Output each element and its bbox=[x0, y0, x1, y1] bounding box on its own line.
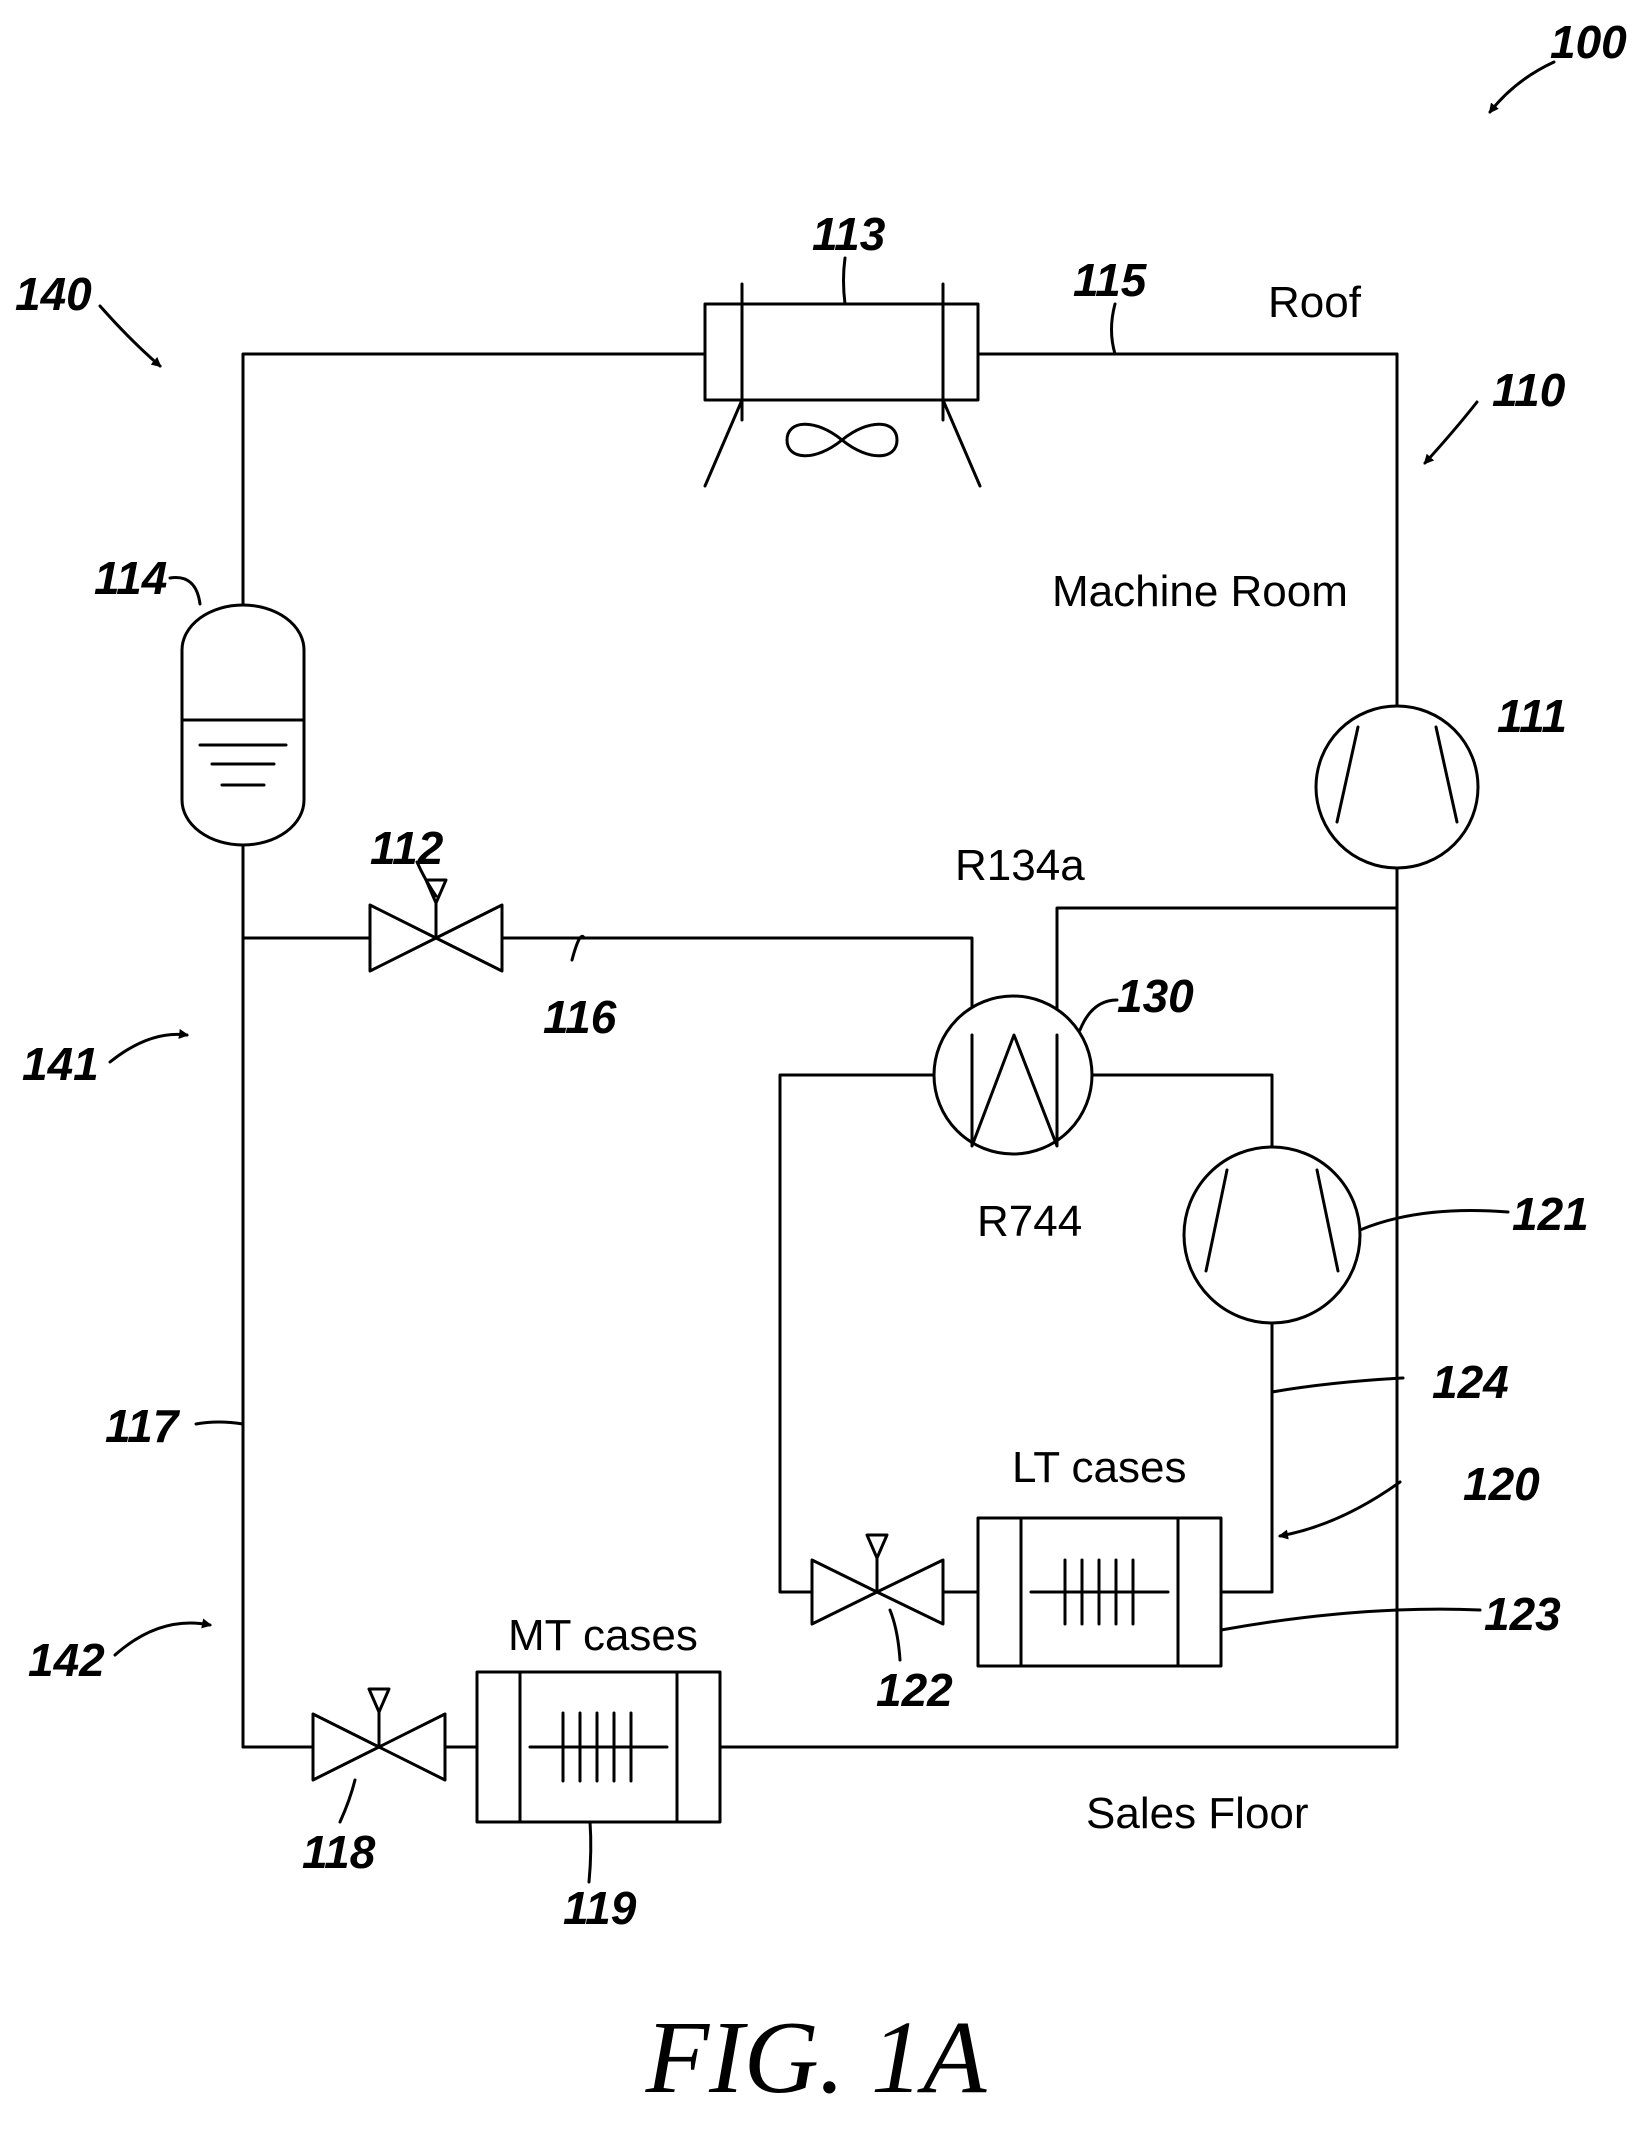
ref-114: 114 bbox=[94, 552, 167, 604]
fan-icon bbox=[787, 424, 897, 456]
leader-lines bbox=[170, 258, 1508, 1882]
ref-115: 115 bbox=[1073, 254, 1148, 306]
compressor-111 bbox=[1316, 706, 1478, 868]
receiver-114 bbox=[182, 605, 304, 845]
expansion-valve-118 bbox=[313, 1689, 445, 1780]
ref-140: 140 bbox=[15, 268, 92, 320]
ref-111: 111 bbox=[1497, 690, 1567, 742]
lt-cases-123 bbox=[978, 1518, 1221, 1666]
ref-124: 124 bbox=[1432, 1356, 1509, 1408]
ref-120: 120 bbox=[1463, 1458, 1540, 1510]
ref-110: 110 bbox=[1492, 364, 1566, 416]
lt-cases-label: LT cases bbox=[1012, 1443, 1186, 1492]
ref-119: 119 bbox=[563, 1882, 637, 1934]
ref-123: 123 bbox=[1484, 1588, 1561, 1640]
ref-122: 122 bbox=[876, 1664, 953, 1716]
ref-130: 130 bbox=[1117, 970, 1194, 1022]
refrigerant-label-r134a: R134a bbox=[955, 841, 1085, 890]
ref-117: 117 bbox=[105, 1400, 181, 1452]
ref-121: 121 bbox=[1512, 1188, 1589, 1240]
ref-142: 142 bbox=[28, 1634, 105, 1686]
ref-112: 112 bbox=[370, 822, 444, 874]
ref-141: 141 bbox=[22, 1038, 99, 1090]
compressor-121 bbox=[1184, 1147, 1360, 1323]
zone-label-roof: Roof bbox=[1268, 278, 1362, 327]
main-loop-piping bbox=[243, 354, 1397, 1747]
mt-cases-label: MT cases bbox=[508, 1611, 698, 1660]
expansion-valve-122 bbox=[812, 1535, 943, 1624]
condenser-113 bbox=[705, 284, 980, 486]
ref-116: 116 bbox=[543, 991, 617, 1043]
zone-label-machine-room: Machine Room bbox=[1052, 567, 1348, 616]
heat-exchanger-130 bbox=[934, 996, 1092, 1154]
ref-118: 118 bbox=[302, 1826, 376, 1878]
zone-label-sales-floor: Sales Floor bbox=[1086, 1789, 1309, 1838]
ref-113: 113 bbox=[812, 208, 886, 260]
ref-100: 100 bbox=[1550, 16, 1627, 68]
figure-title: FIG. 1A bbox=[645, 2000, 987, 2115]
refrigerant-label-r744: R744 bbox=[977, 1197, 1082, 1246]
mt-cases-119 bbox=[477, 1672, 720, 1822]
